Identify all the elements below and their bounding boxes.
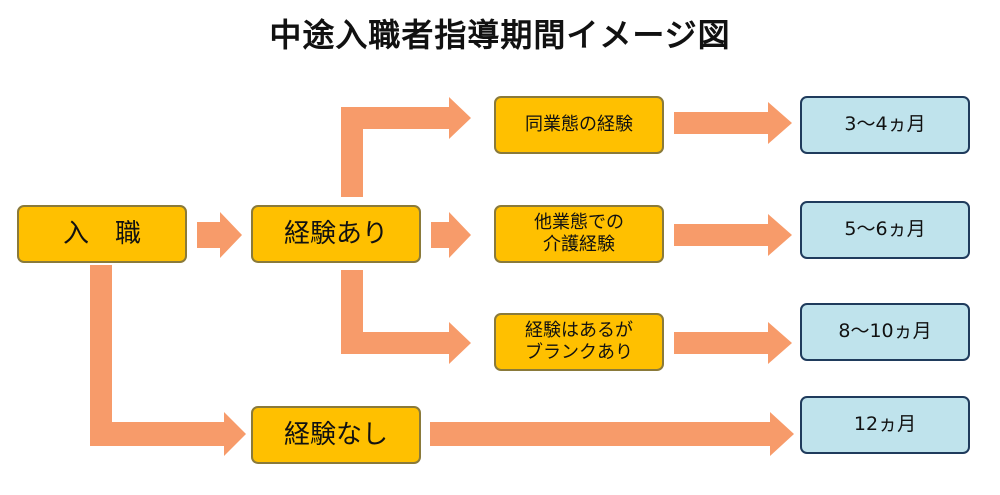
node-entry: 入 職 bbox=[17, 205, 187, 263]
node-other-type-line-1: 他業態での bbox=[534, 211, 624, 233]
node-entry-label: 入 職 bbox=[62, 218, 141, 249]
node-blank-line-1: 経験はあるが bbox=[525, 319, 633, 341]
page-title: 中途入職者指導期間イメージ図 bbox=[269, 16, 731, 54]
arrow-other-to-result bbox=[674, 214, 792, 256]
node-experienced: 経験あり bbox=[251, 205, 421, 263]
arrow-entry-to-experienced bbox=[197, 212, 242, 258]
result-none: 12ヵ月 bbox=[800, 396, 970, 454]
result-same-type: 3〜4ヵ月 bbox=[800, 96, 970, 154]
arrow-same-to-result bbox=[674, 102, 792, 144]
arrow-experienced-to-blank bbox=[341, 270, 471, 364]
result-none-label: 12ヵ月 bbox=[853, 413, 917, 436]
result-blank: 8〜10ヵ月 bbox=[800, 303, 970, 361]
result-blank-label: 8〜10ヵ月 bbox=[838, 320, 932, 343]
result-other-type: 5〜6ヵ月 bbox=[800, 201, 970, 259]
arrow-blank-to-result bbox=[674, 322, 792, 364]
arrow-inexperienced-to-result bbox=[430, 412, 794, 456]
node-same-type-label: 同業態の経験 bbox=[525, 113, 633, 135]
node-other-type: 他業態での 介護経験 bbox=[494, 205, 664, 263]
node-experienced-label: 経験あり bbox=[283, 218, 388, 249]
arrow-experienced-to-other bbox=[431, 212, 471, 258]
node-inexperienced: 経験なし bbox=[251, 406, 421, 464]
arrow-entry-to-inexperienced bbox=[90, 265, 246, 456]
result-other-type-label: 5〜6ヵ月 bbox=[844, 218, 926, 241]
node-same-type: 同業態の経験 bbox=[494, 96, 664, 154]
arrow-experienced-to-same bbox=[341, 97, 471, 197]
node-blank: 経験はあるが ブランクあり bbox=[494, 313, 664, 371]
node-blank-line-2: ブランクあり bbox=[525, 342, 633, 363]
node-other-type-line-2: 介護経験 bbox=[543, 234, 615, 255]
node-inexperienced-label: 経験なし bbox=[283, 419, 388, 450]
result-same-type-label: 3〜4ヵ月 bbox=[844, 113, 926, 136]
